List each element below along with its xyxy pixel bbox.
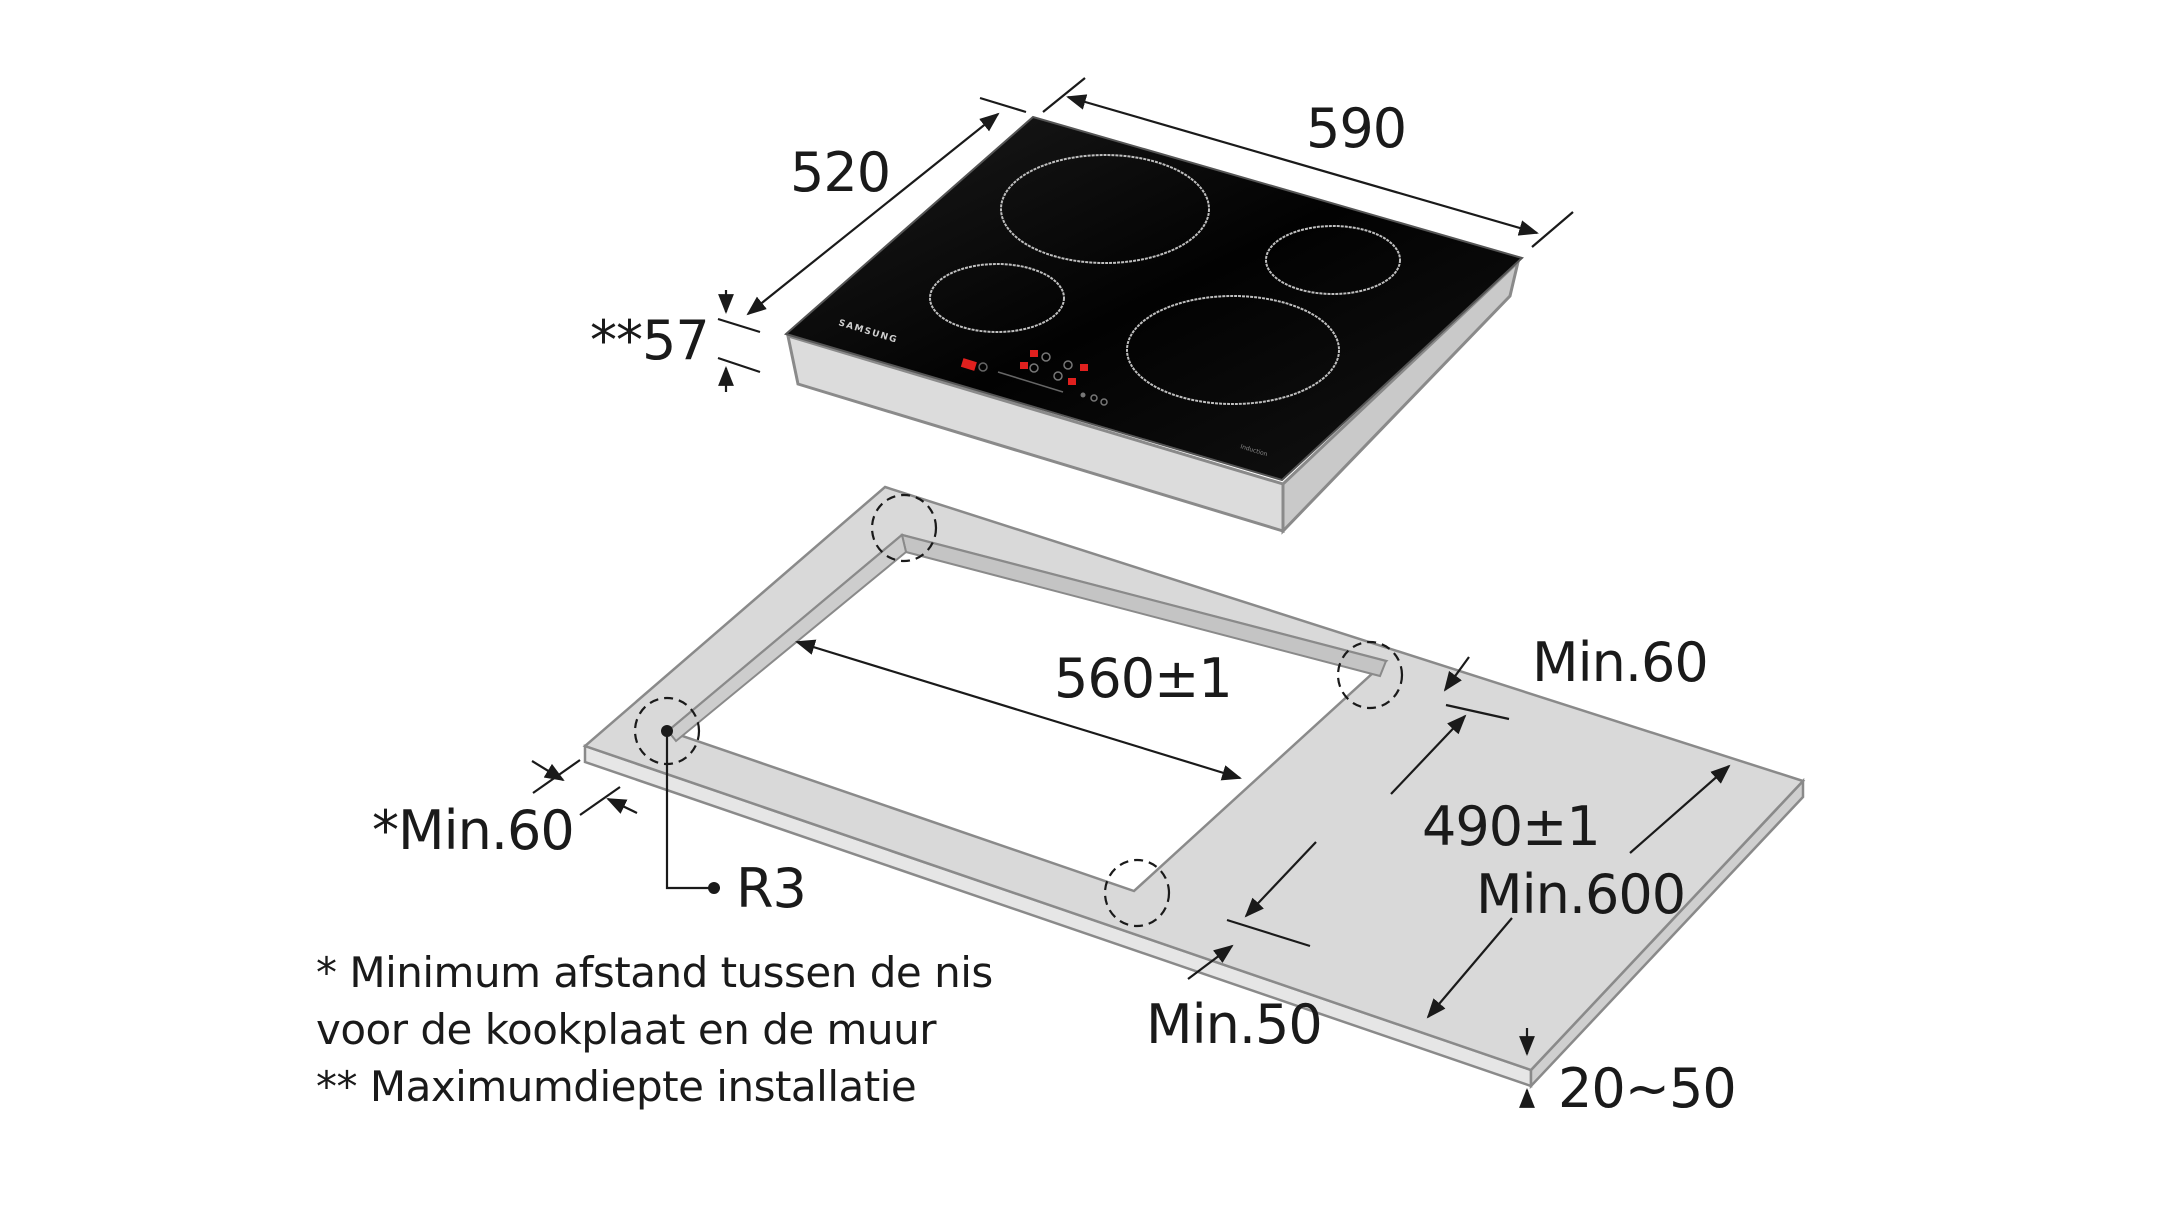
countertop: [582, 485, 1806, 1090]
countertop-thickness-label: 20~50: [1558, 1057, 1737, 1120]
side-clearance-label: *Min.60: [372, 799, 575, 862]
footnote-line-3: ** Maximumdiepte installatie: [316, 1062, 917, 1111]
r3-leader-dot-start: [661, 725, 673, 737]
corner-radius-label: R3: [736, 857, 807, 920]
cutout-width-label: 560±1: [1054, 647, 1233, 710]
cutout-depth-label: 490±1: [1422, 795, 1601, 858]
hob-height-label: **57: [590, 309, 710, 372]
hob-dimensions: [717, 77, 1574, 392]
hob-side-frame: [1281, 257, 1521, 535]
hob: SAMSUNG Induction: [783, 115, 1524, 535]
hob-glass-top: [783, 115, 1524, 482]
countertop-depth-label: Min.600: [1476, 863, 1686, 926]
countertop-dimensions: [531, 639, 1731, 1108]
footnote-line-2: voor de kookplaat en de muur: [316, 1005, 936, 1054]
back-clearance-label: Min.60: [1532, 631, 1709, 694]
cutout-inner-wall-left: [666, 533, 908, 743]
hob-width-label: 590: [1306, 97, 1407, 160]
zone-rear-right: [1265, 225, 1401, 295]
zone-front-right: [1126, 295, 1340, 405]
front-clearance-label: Min.50: [1146, 993, 1323, 1056]
footnotes: * Minimum afstand tussen de nis voor de …: [316, 944, 993, 1115]
control-panel: [960, 350, 1108, 406]
footnote-line-1: * Minimum afstand tussen de nis: [316, 948, 993, 997]
r3-leader-dot-end: [708, 882, 720, 894]
hob-depth-label: 520: [790, 141, 891, 204]
